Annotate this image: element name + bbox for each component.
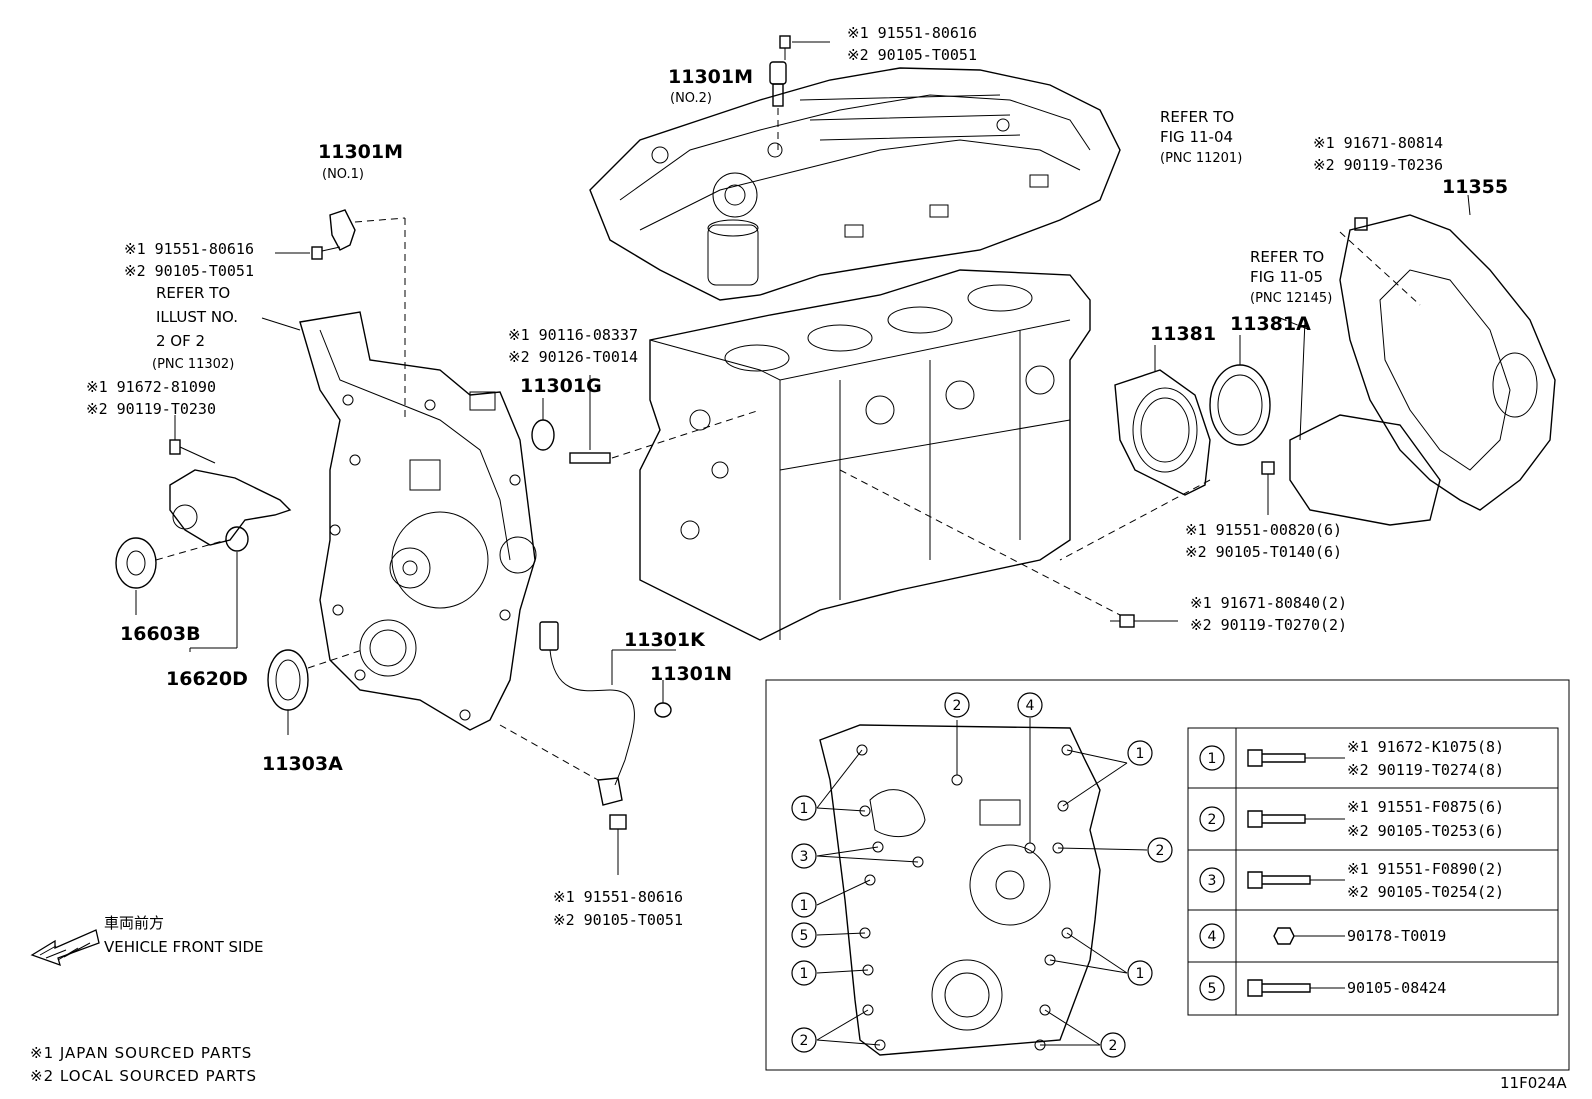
part-label: 11301G <box>520 375 602 397</box>
reference-note: FIG 11-05 <box>1250 268 1323 286</box>
callout-5: 5 <box>800 928 809 944</box>
part-number-label: ※2 90105-T0140(6) <box>1185 543 1342 561</box>
svg-text:※2 90105-T0254(2): ※2 90105-T0254(2) <box>1347 883 1504 901</box>
crankshaft-position-sensor <box>499 621 676 875</box>
part-label: 11355 <box>1442 176 1508 198</box>
part-number-label: ※1 91671-80840(2) <box>1190 594 1347 612</box>
inset-callouts: 2 4 1 1 3 2 1 5 1 1 2 2 <box>791 692 1173 1058</box>
callout-4: 4 <box>1026 698 1035 714</box>
svg-text:90105-08424: 90105-08424 <box>1347 979 1446 997</box>
svg-text:※1 91551-F0875(6): ※1 91551-F0875(6) <box>1347 798 1504 816</box>
reference-note: FIG 11-04 <box>1160 128 1233 146</box>
part-label: 16620D <box>166 668 248 690</box>
callout-2: 2 <box>800 1033 809 1049</box>
part-label: (NO.2) <box>670 91 712 106</box>
part-number-label: ※2 90105-T0051 <box>847 46 977 64</box>
idler-pulley-tensioner <box>115 415 292 652</box>
bolts-right <box>1110 461 1275 628</box>
part-number-label: ※1 91671-80814 <box>1313 134 1443 152</box>
end-plate <box>1289 319 1441 526</box>
labels: ※1 91551-80616 ※2 90105-T0051 11301M (NO… <box>30 24 1567 1092</box>
part-number-label: ※1 91551-00820(6) <box>1185 521 1342 539</box>
svg-text:1: 1 <box>1208 751 1217 767</box>
part-label: 11381A <box>1230 313 1311 335</box>
cylinder-head-cover <box>589 67 1121 301</box>
part-number-label: ※1 91672-81090 <box>86 378 216 396</box>
part-number-label: ※2 90126-T0014 <box>508 348 638 366</box>
callout-2: 2 <box>953 698 962 714</box>
direction-label: VEHICLE FRONT SIDE <box>104 938 264 956</box>
rear-end-plate-11355 <box>1339 194 1556 511</box>
svg-text:3: 3 <box>1208 873 1217 889</box>
table-row: 3 ※1 91551-F0890(2) ※2 90105-T0254(2) <box>1199 860 1504 901</box>
svg-text:2: 2 <box>1208 812 1217 828</box>
part-number-label: ※2 90119-T0270(2) <box>1190 616 1347 634</box>
table-row: 2 ※1 91551-F0875(6) ※2 90105-T0253(6) <box>1199 798 1504 840</box>
callout-2: 2 <box>1109 1038 1118 1054</box>
part-label: 11301K <box>624 629 706 651</box>
part-label: 11301M <box>318 141 403 163</box>
part-label: 11301N <box>650 663 732 685</box>
reference-note: (PNC 12145) <box>1250 291 1332 306</box>
reference-note: (PNC 11302) <box>152 357 234 372</box>
reference-note: REFER TO <box>156 284 230 302</box>
part-number-label: ※1 90116-08337 <box>508 326 638 344</box>
part-label: 16603B <box>120 623 201 645</box>
camshaft-position-sensor-no1 <box>275 209 406 420</box>
part-number-label: ※1 91551-80616 <box>124 240 254 258</box>
callout-leaders <box>816 718 1148 1046</box>
cylinder-block <box>639 269 1091 641</box>
o-ring-11301g <box>531 398 555 451</box>
part-number-label: ※2 90105-T0051 <box>124 262 254 280</box>
reference-note: 2 OF 2 <box>156 332 205 350</box>
reference-note: ILLUST NO. <box>156 308 238 326</box>
detail-inset-box <box>765 679 1570 1071</box>
stud-bolt <box>569 375 761 464</box>
footnote: ※2 LOCAL SOURCED PARTS <box>30 1067 257 1085</box>
svg-text:※2 90119-T0274(8): ※2 90119-T0274(8) <box>1347 761 1504 779</box>
table-row: 1 ※1 91672-K1075(8) ※2 90119-T0274(8) <box>1199 738 1504 779</box>
part-label: 11303A <box>262 753 343 775</box>
callout-1: 1 <box>800 898 809 914</box>
direction-label-jp: 車両前方 <box>104 914 164 932</box>
front-direction-arrow <box>30 929 100 967</box>
callout-1: 1 <box>800 801 809 817</box>
part-number-label: ※1 91551-80616 <box>847 24 977 42</box>
reference-note: (PNC 11201) <box>1160 151 1242 166</box>
oil-seal-11381a <box>1059 335 1271 561</box>
callout-1: 1 <box>1136 746 1145 762</box>
callout-1: 1 <box>1136 966 1145 982</box>
footnote: ※1 JAPAN SOURCED PARTS <box>30 1044 252 1062</box>
timing-chain-cover <box>299 311 537 731</box>
part-number-label: ※1 91551-80616 <box>553 888 683 906</box>
callout-1: 1 <box>800 966 809 982</box>
fastener-table <box>1187 727 1559 1016</box>
table-row: 4 90178-T0019 <box>1199 923 1446 949</box>
part-label: 11301M <box>668 66 753 88</box>
svg-text:※1 91672-K1075(8): ※1 91672-K1075(8) <box>1347 738 1504 756</box>
camshaft-position-sensor-no2 <box>769 35 830 150</box>
table-row: 5 90105-08424 <box>1199 975 1446 1001</box>
oil-seal-retainer-11381 <box>1114 345 1211 496</box>
figure-id: 11F024A <box>1500 1074 1567 1092</box>
part-number-label: ※2 90105-T0051 <box>553 911 683 929</box>
svg-text:5: 5 <box>1208 981 1217 997</box>
part-number-label: ※2 90119-T0230 <box>86 400 216 418</box>
svg-text:※2 90105-T0253(6): ※2 90105-T0253(6) <box>1347 822 1504 840</box>
part-label: (NO.1) <box>322 167 364 182</box>
oil-seal-11303a <box>267 649 363 735</box>
part-label: 11381 <box>1150 323 1216 345</box>
svg-text:4: 4 <box>1208 929 1217 945</box>
reference-note: REFER TO <box>1250 248 1324 266</box>
callout-2: 2 <box>1156 843 1165 859</box>
callout-3: 3 <box>800 849 809 865</box>
part-number-label: ※2 90119-T0236 <box>1313 156 1443 174</box>
inset-cover-drawing <box>819 724 1101 1056</box>
svg-text:※1 91551-F0890(2): ※1 91551-F0890(2) <box>1347 860 1504 878</box>
reference-note: REFER TO <box>1160 108 1234 126</box>
svg-text:90178-T0019: 90178-T0019 <box>1347 927 1446 945</box>
